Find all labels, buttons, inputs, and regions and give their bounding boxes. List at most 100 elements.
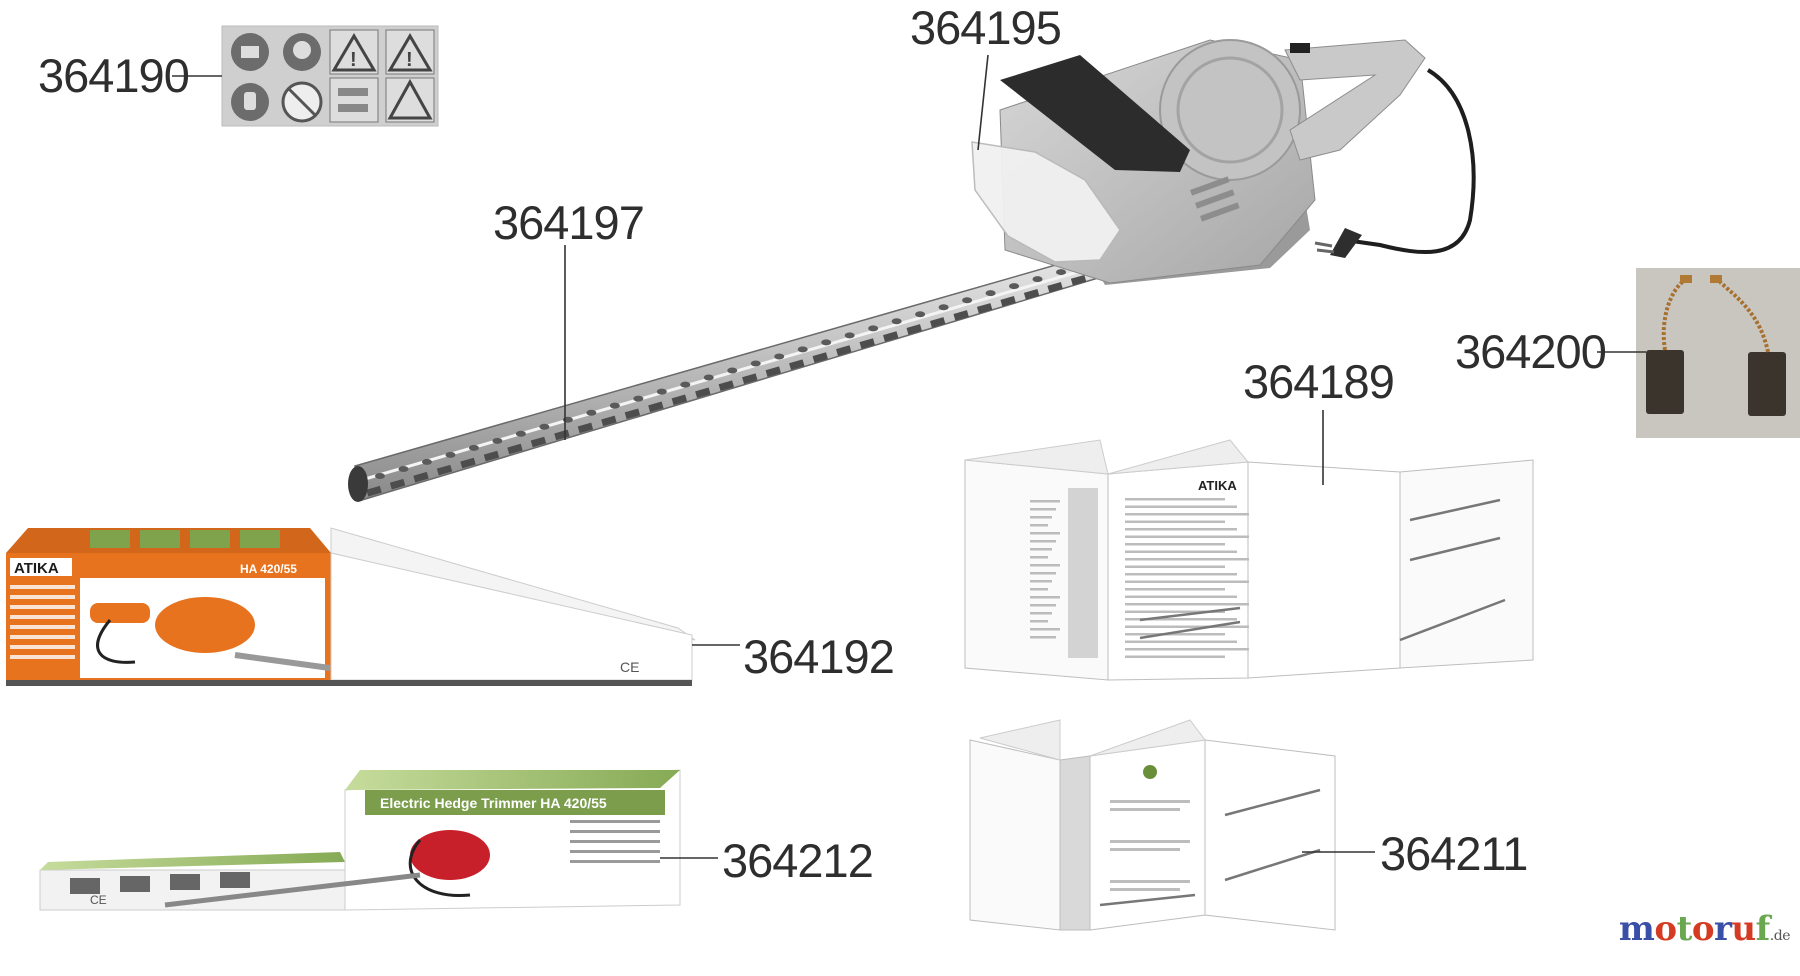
manual-text-line: [1125, 573, 1237, 576]
cutter-slot: [1056, 269, 1067, 276]
cutter-tooth: [507, 443, 523, 455]
cutter-tooth: [389, 478, 406, 490]
manual-text-line: [1030, 548, 1052, 551]
leader-lines: [172, 54, 1646, 859]
cutter-tooth: [1047, 281, 1063, 293]
cutter-slot: [515, 430, 526, 437]
cutter-bar-assembly: [348, 249, 1120, 502]
atika-brand-label: ATIKA: [14, 560, 59, 577]
manual-text-line: [1030, 580, 1052, 583]
hand-guard: [971, 141, 1121, 263]
cutter-tooth: [859, 338, 875, 349]
manual-text-line: [1125, 505, 1237, 508]
cutter-tooth: [366, 485, 382, 497]
manual-text-line: [1125, 648, 1249, 651]
manual-text-line: [1030, 620, 1048, 623]
hazard-icon: [387, 78, 433, 120]
manual-text-line: [1125, 595, 1237, 598]
carbon-brush-left: [1646, 350, 1684, 414]
cutter-tooth: [836, 345, 852, 356]
cutter-tooth: [1070, 274, 1087, 286]
watermark-letter: m: [1618, 909, 1655, 949]
cutter-slot: [891, 318, 902, 325]
callout-atika-box: 364192: [743, 630, 894, 683]
cutter-slot: [868, 325, 879, 332]
product-photo-trimmer: [155, 597, 255, 653]
gardenmaster-operating-manual: [969, 719, 1336, 931]
manual-text-line: [1125, 543, 1225, 546]
callout-safety-decal: 364190: [38, 49, 189, 102]
cutter-slot: [398, 465, 409, 472]
manual-text-line: [1125, 535, 1249, 538]
manual-text-line: [1030, 500, 1060, 503]
manual-text-line: [1030, 636, 1056, 639]
manual-text-line: [1030, 564, 1060, 567]
cutter-tooth: [1000, 296, 1016, 307]
cutter-tooth: [695, 387, 711, 399]
cutter-tooth: [577, 422, 594, 434]
manual-text-line: [1030, 540, 1056, 543]
manual-text-line: [1030, 572, 1056, 575]
cutter-slot: [938, 304, 949, 311]
cutter-slot: [797, 346, 808, 353]
manual-text-line: [1125, 528, 1237, 531]
cutter-slot: [633, 395, 644, 402]
watermark-suffix: .de: [1769, 928, 1791, 944]
cutter-slot: [445, 451, 456, 458]
gardenmaster-packaging-box: Electric Hedge Trimmer HA 420/55 CE: [39, 769, 681, 911]
cutter-slot: [656, 388, 667, 395]
manual-text-line: [1125, 558, 1249, 561]
cutter-slot: [609, 402, 620, 409]
watermark-letter: o: [1654, 909, 1677, 949]
cutter-slot: [468, 444, 479, 451]
callout-cutter-bar: 364197: [493, 196, 644, 249]
watermark-letter: f: [1755, 909, 1771, 949]
watermark-letter: t: [1676, 909, 1693, 949]
cutter-slot: [985, 290, 996, 297]
gardenmaster-ce-mark: CE: [90, 893, 107, 907]
cutter-slot: [727, 367, 738, 374]
callout-blade-guard: 364195: [910, 1, 1061, 54]
manual-text-line: [1030, 532, 1060, 535]
manual-text-line: [1125, 520, 1225, 523]
cutter-tooth: [742, 373, 758, 384]
cutter-slot: [750, 360, 761, 367]
manual-text-line: [1125, 550, 1237, 553]
cutter-tooth: [976, 303, 993, 314]
cutter-tooth: [789, 359, 805, 370]
manual-text-line: [1125, 565, 1225, 568]
cutter-tooth: [413, 471, 429, 483]
warning-icon-2: [387, 33, 433, 72]
atika-packaging-box: ATIKA HA 420/55 CE: [6, 527, 696, 686]
svg-text:!: !: [406, 49, 413, 71]
manual-text-line: [1125, 603, 1249, 606]
callout-atika-manual: 364189: [1243, 355, 1394, 408]
manual-text-line: [1030, 596, 1060, 599]
manual-text-line: [1030, 516, 1052, 519]
atika-ce-mark: CE: [620, 659, 639, 675]
manual-text-line: [1030, 588, 1048, 591]
cutter-teeth: [366, 255, 1113, 497]
cutter-tooth: [1023, 289, 1040, 300]
manual-text-line: [1125, 640, 1237, 643]
gardenmaster-logo-icon: [1143, 765, 1157, 779]
cutter-tooth: [530, 436, 547, 448]
cutter-tooth: [601, 415, 617, 427]
cutter-tooth: [483, 450, 500, 462]
cutter-tooth: [953, 310, 969, 321]
atika-operating-manual: ATIKA: [964, 439, 1534, 681]
callout-gardenmaster-manual: 364211: [1380, 827, 1527, 880]
cutter-tooth: [906, 324, 922, 335]
manual-text-line: [1125, 580, 1249, 583]
cutter-slot: [375, 473, 385, 479]
manual-atika-brand: ATIKA: [1198, 478, 1237, 493]
manual-text-line: [1125, 588, 1225, 591]
manual-text-line: [1030, 604, 1056, 607]
manual-text-line: [1030, 612, 1052, 615]
unplug-pictogram: [329, 77, 379, 123]
manual-text-line: [1125, 610, 1225, 613]
carbon-brush-photo: [1636, 268, 1800, 438]
callout-carbon-brushes: 364200: [1455, 325, 1606, 378]
cutter-tooth: [883, 331, 899, 342]
cutter-slot: [1032, 276, 1043, 283]
